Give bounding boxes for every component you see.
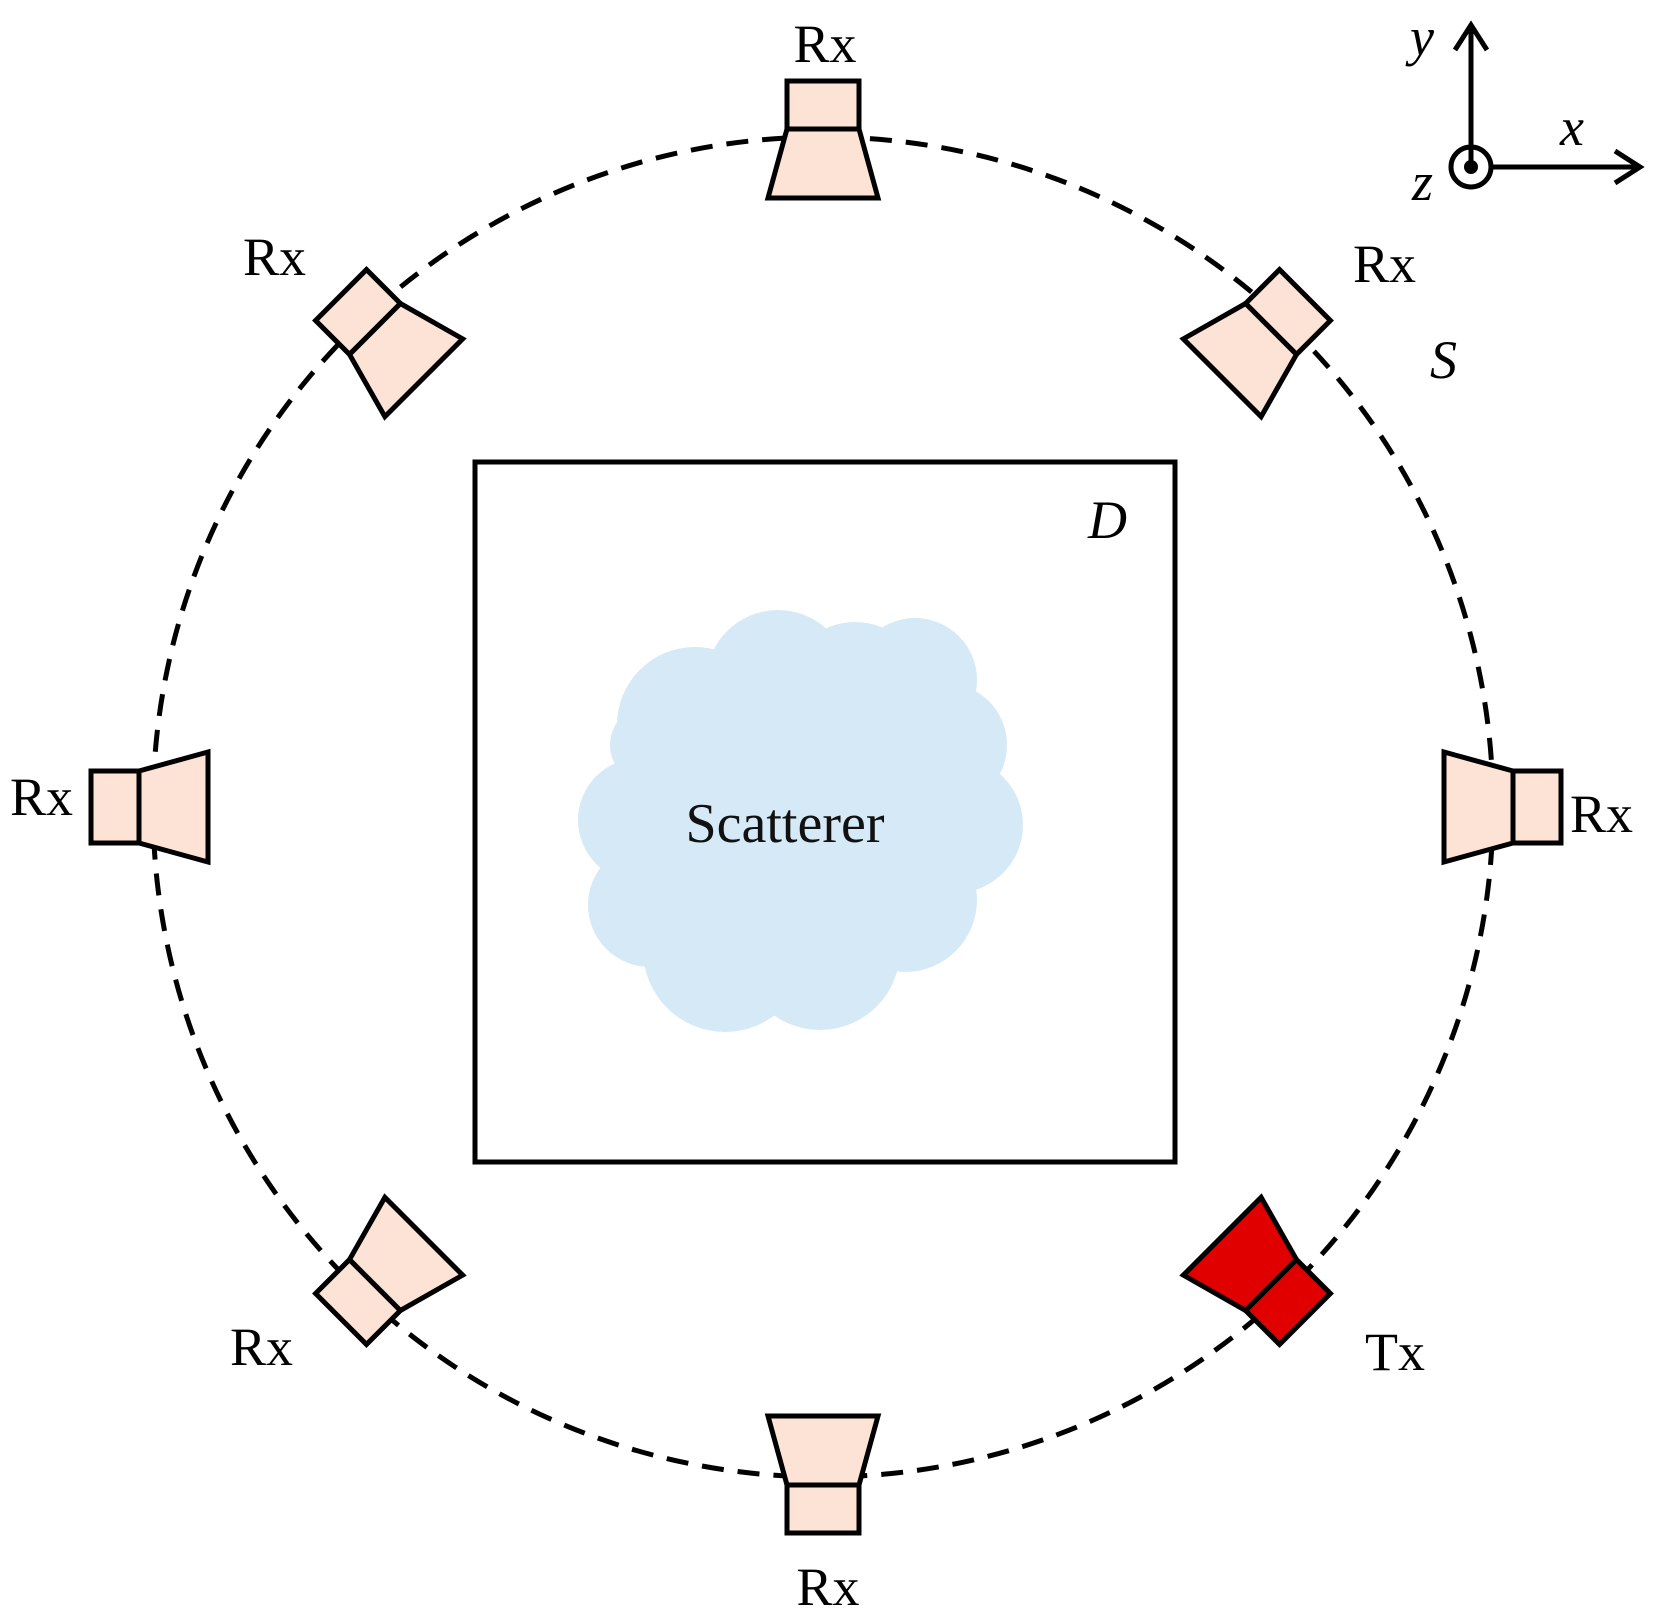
- antenna-rx-top-right: [1183, 256, 1344, 417]
- antenna-label-top-left: Rx: [243, 227, 306, 287]
- antenna-label-bottom-right: Tx: [1365, 1322, 1425, 1382]
- antenna-rx-left: [91, 752, 208, 862]
- antenna-label-top: Rx: [793, 14, 856, 74]
- surface-label: S: [1430, 330, 1457, 390]
- antenna-rx-bottom: [768, 1416, 878, 1533]
- antenna-label-bottom: Rx: [796, 1557, 859, 1617]
- antenna-label-left: Rx: [10, 767, 73, 827]
- antenna-rx-right: [1444, 752, 1561, 862]
- axis-icon: [1448, 20, 1645, 190]
- antenna-rx-bottom-left: [302, 1197, 463, 1358]
- antenna-label-right: Rx: [1570, 784, 1633, 844]
- scatterer-cloud: [578, 610, 1023, 1032]
- domain-label: D: [1087, 490, 1127, 550]
- antenna-label-top-right: Rx: [1353, 234, 1416, 294]
- z-axis-dot: [1464, 160, 1478, 174]
- axis-z-label: z: [1411, 152, 1433, 212]
- axis-x-label: x: [1559, 97, 1584, 157]
- antenna-tx-bottom-right[interactable]: [1183, 1197, 1344, 1358]
- axis-y-label: y: [1405, 7, 1434, 67]
- antenna-rx-top-left: [302, 256, 463, 417]
- antenna-rx-top: [768, 81, 878, 198]
- antenna-label-bottom-left: Rx: [230, 1317, 293, 1377]
- scatterer-label: Scatterer: [686, 793, 885, 855]
